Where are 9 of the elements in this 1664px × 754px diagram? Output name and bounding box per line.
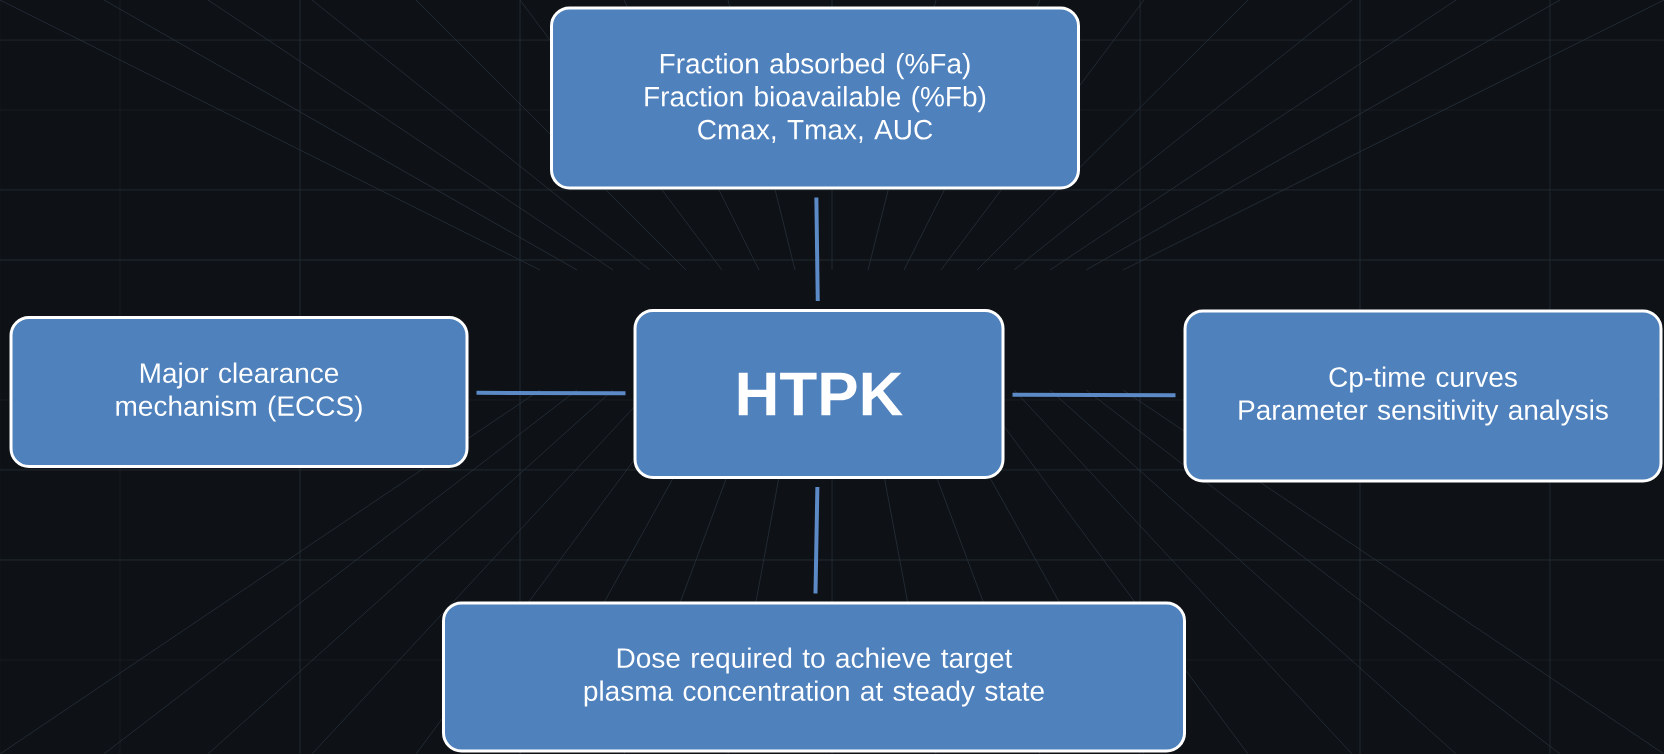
topic-box: Dose required to achieve target plasma concentration at steady state xyxy=(442,601,1186,753)
connector-line xyxy=(1012,392,1176,398)
connector-line xyxy=(814,197,820,302)
connector-line xyxy=(813,486,820,594)
center-box: HTPK xyxy=(633,309,1005,479)
connector-line xyxy=(476,390,626,396)
topic-box: Fraction absorbed (%Fa) Fraction bioavailable (%Fb) Cmax, Tmax, AUC xyxy=(550,6,1080,190)
topic-box: Major clearance mechanism (ECCS) xyxy=(9,316,469,468)
topic-box: Cp-time curves Parameter sensitivity analysis xyxy=(1183,309,1663,483)
